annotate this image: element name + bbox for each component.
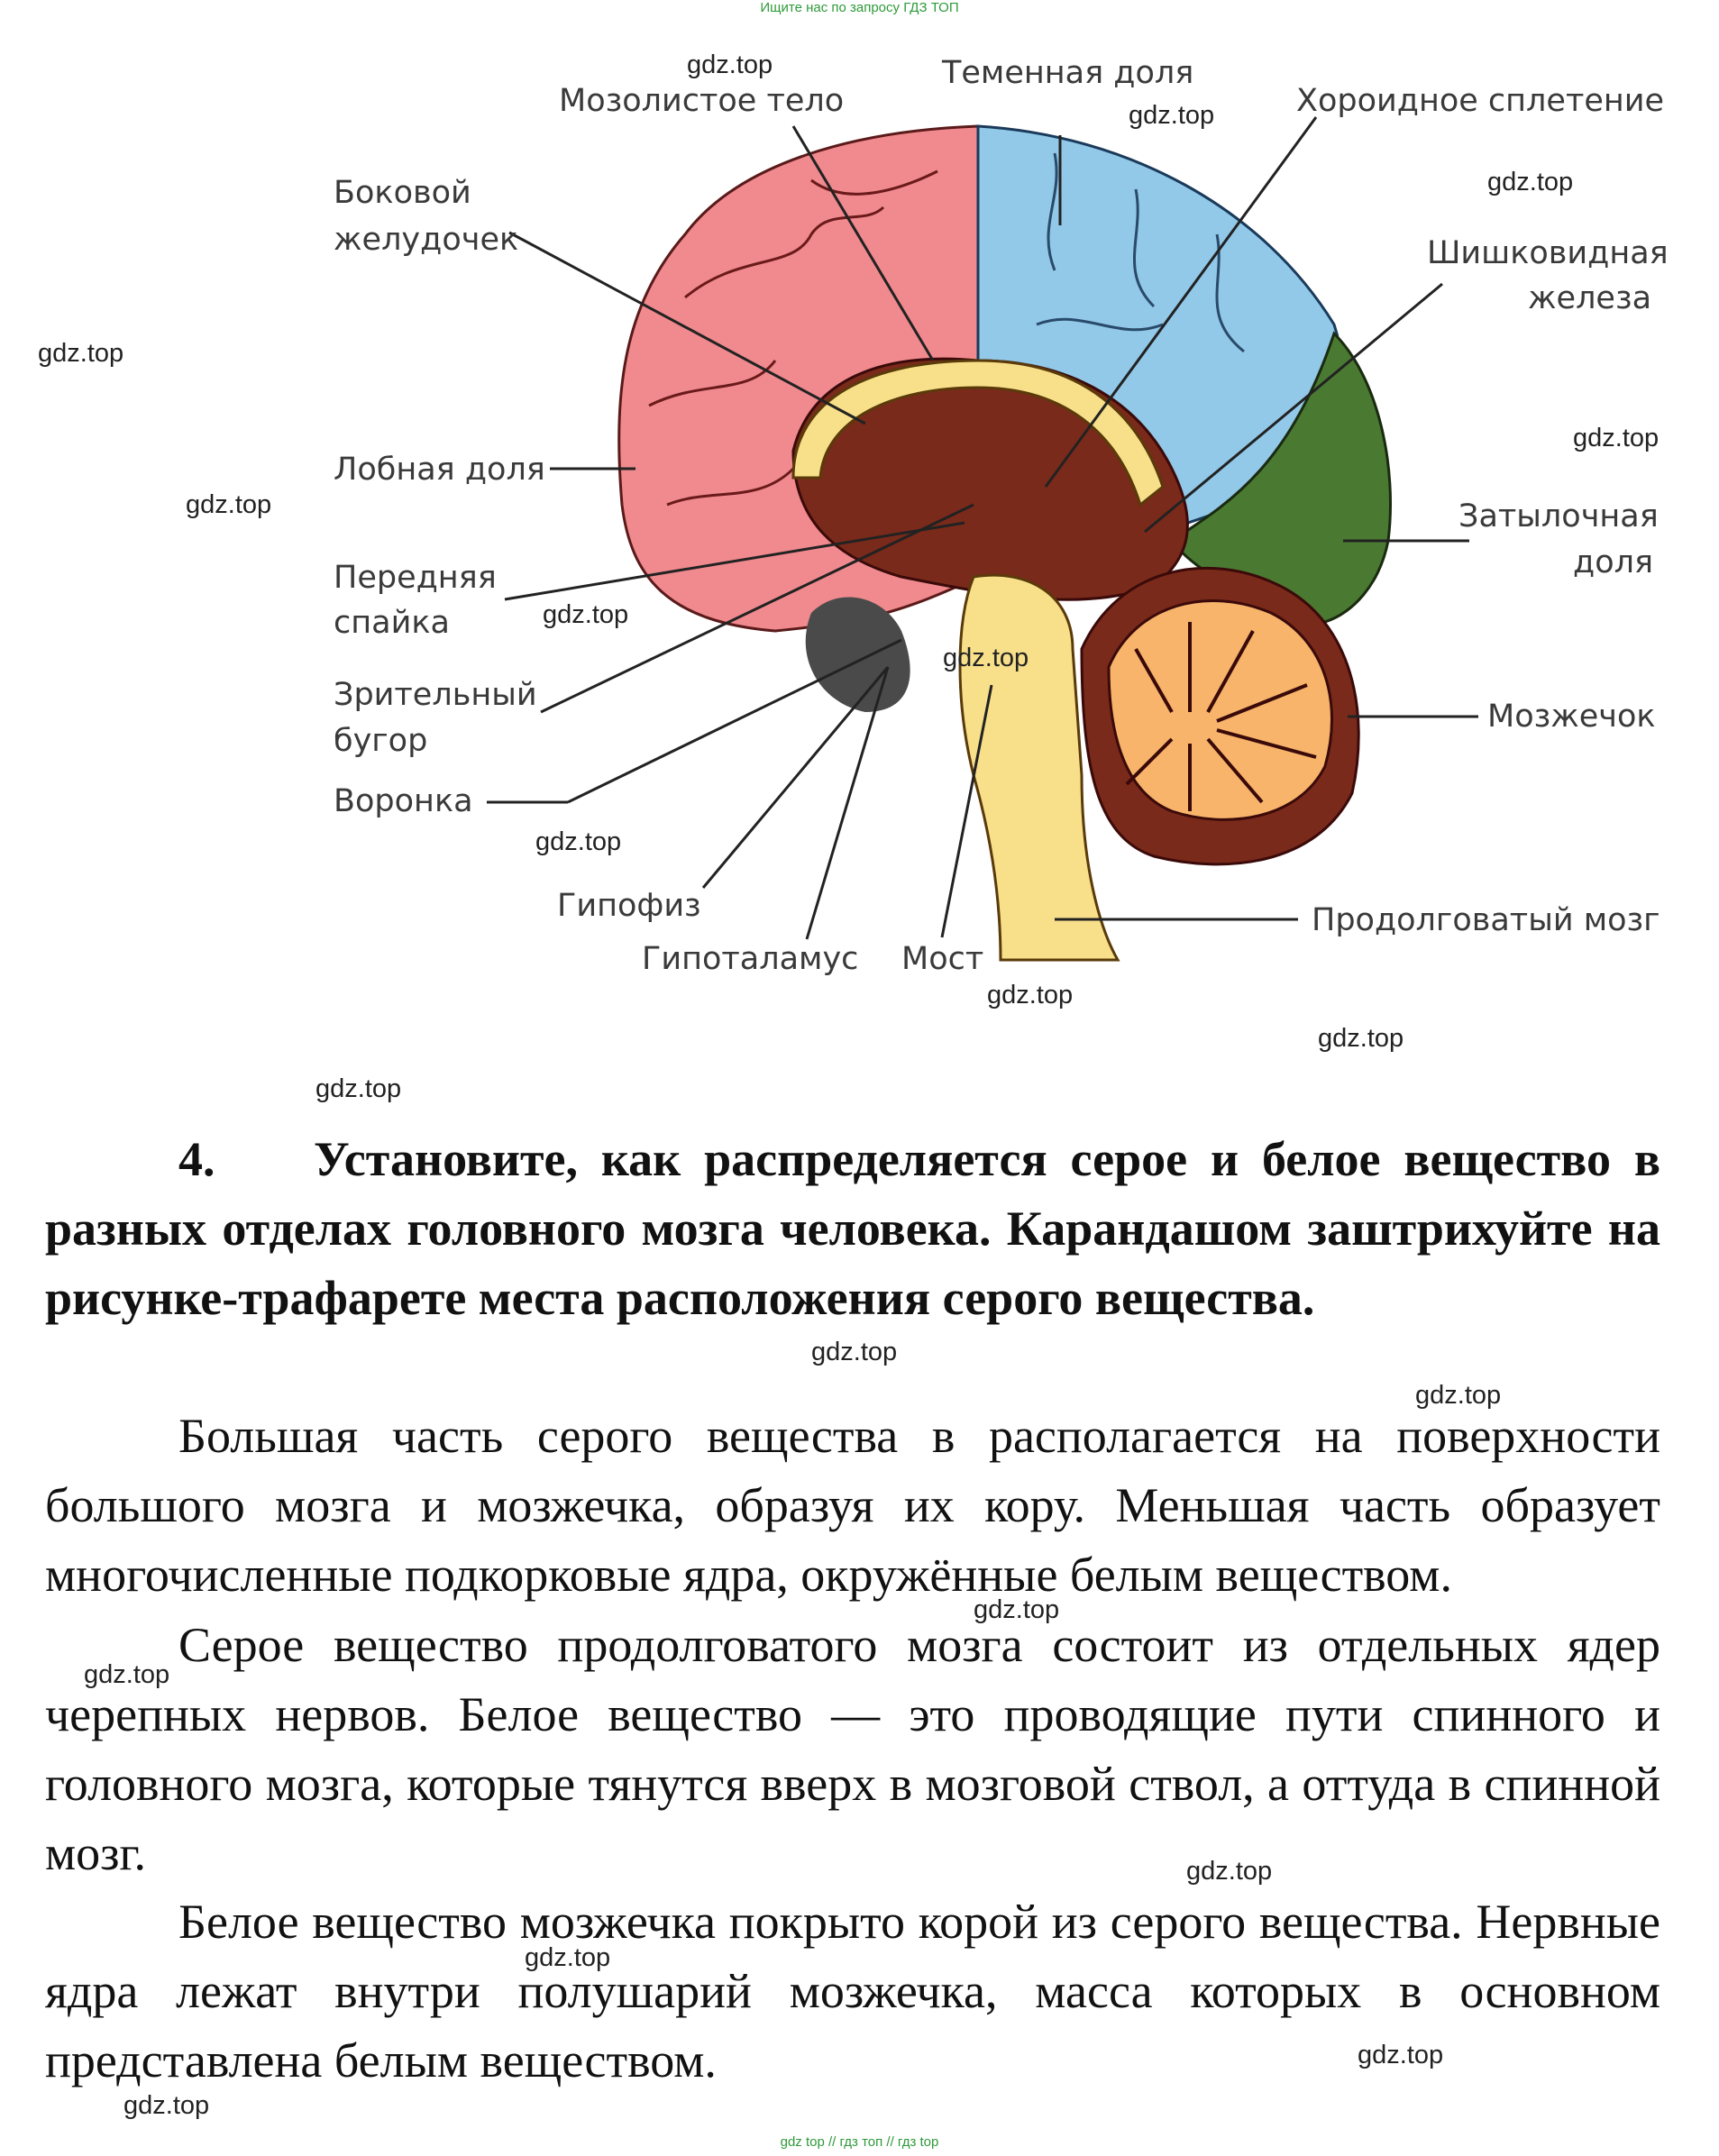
label-anterior-commissure-1: Передняя xyxy=(334,560,497,596)
watermark: gdz.top xyxy=(811,1338,898,1366)
label-hypothalamus: Гипоталамус xyxy=(642,941,858,977)
cerebellum-arbor xyxy=(1107,599,1333,821)
watermark: gdz.top xyxy=(1129,101,1215,130)
watermark: gdz.top xyxy=(84,1660,170,1689)
label-thalamus-2: бугор xyxy=(334,723,427,759)
label-pons: Мост xyxy=(901,941,983,977)
label-thalamus-1: Зрительный xyxy=(334,677,537,713)
watermark: gdz.top xyxy=(1358,2041,1444,2069)
label-pituitary: Гипофиз xyxy=(557,888,701,924)
watermark: gdz.top xyxy=(186,490,272,519)
watermark: gdz.top xyxy=(525,1943,611,1972)
hypothalamus-region xyxy=(805,597,910,712)
watermark: gdz.top xyxy=(315,1074,402,1103)
label-lateral-ventricle-1: Боковой xyxy=(334,175,471,211)
brain-diagram: Мозолистое тело Теменная доля Хороидное … xyxy=(334,55,1669,977)
watermark: gdz.top xyxy=(38,339,124,368)
label-pineal-2: железа xyxy=(1528,280,1651,316)
footer-note: gdz top // гдз топ // гдз top xyxy=(780,2134,939,2150)
watermark: gdz.top xyxy=(123,2091,210,2120)
label-frontal-lobe: Лобная доля xyxy=(334,452,545,488)
watermark: gdz.top xyxy=(1318,1024,1404,1053)
label-pineal-1: Шишковидная xyxy=(1427,235,1669,271)
corpus-callosum-region xyxy=(791,359,1165,507)
watermark: gdz.top xyxy=(974,1595,1060,1624)
label-occipital-2: доля xyxy=(1573,544,1653,580)
watermark: gdz.top xyxy=(535,827,622,856)
task-statement: 4.Установите, как распределяется серое и… xyxy=(45,1125,1660,1333)
watermark: gdz.top xyxy=(543,600,629,629)
header-note: Ищите нас по запросу ГДЗ ТОП xyxy=(760,0,959,15)
watermark: gdz.top xyxy=(943,644,1029,672)
label-infundibulum: Воронка xyxy=(334,783,473,819)
answer-paragraph-2: Серое вещество продолговатого мозга сост… xyxy=(45,1618,1660,1880)
label-choroid-plexus: Хороидное сплетение xyxy=(1296,83,1664,119)
watermark: gdz.top xyxy=(987,981,1074,1009)
watermark: gdz.top xyxy=(1186,1857,1273,1886)
label-corpus-callosum: Мозолистое тело xyxy=(559,83,844,119)
task-text: Установите, как распределяется серое и б… xyxy=(45,1132,1660,1325)
label-parietal-lobe: Теменная доля xyxy=(941,55,1193,91)
watermark: gdz.top xyxy=(1487,168,1574,196)
label-medulla: Продолговатый мозг xyxy=(1312,902,1660,938)
watermark: gdz.top xyxy=(1573,424,1660,452)
label-anterior-commissure-2: спайка xyxy=(334,605,450,641)
watermark: gdz.top xyxy=(687,50,773,79)
brainstem-region xyxy=(958,573,1120,962)
answer-paragraph-1: Большая часть серого вещества в располаг… xyxy=(45,1409,1660,1602)
watermark: gdz.top xyxy=(1415,1381,1502,1410)
task-number: 4. xyxy=(178,1132,215,1186)
label-cerebellum: Мозжечок xyxy=(1487,699,1656,735)
label-occipital-1: Затылочная xyxy=(1458,498,1659,534)
label-lateral-ventricle-2: желудочек xyxy=(334,222,518,258)
answer-paragraph-3: Белое вещество мозжечка покрыто корой из… xyxy=(45,1895,1660,2087)
